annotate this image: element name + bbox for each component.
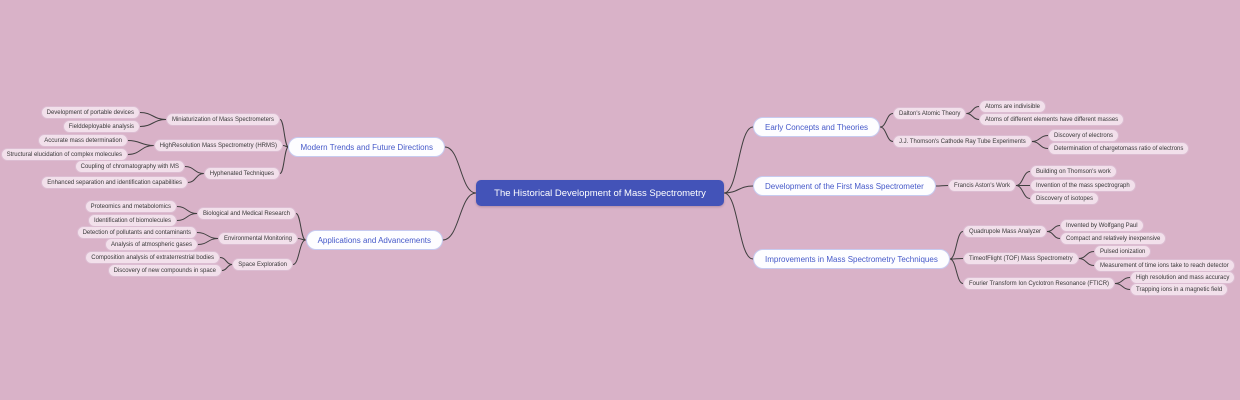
- node-building-on-thomsons-work[interactable]: Building on Thomson's work: [1030, 165, 1117, 178]
- node-analysis-of-atmospheric-gases[interactable]: Analysis of atmospheric gases: [104, 238, 198, 251]
- node-high-resolution-mass-spectrometry-hrms[interactable]: HighResolution Mass Spectrometry (HRMS): [153, 139, 283, 152]
- node-discovery-of-electrons[interactable]: Discovery of electrons: [1048, 129, 1120, 142]
- node-space-exploration[interactable]: Space Exploration: [232, 258, 293, 271]
- node-compact-and-relatively-inexpensive[interactable]: Compact and relatively inexpensive: [1060, 232, 1167, 245]
- node-invention-of-the-mass-spectrograph[interactable]: Invention of the mass spectrograph: [1030, 179, 1136, 192]
- node-discovery-of-new-compounds-in-space[interactable]: Discovery of new compounds in space: [107, 264, 222, 277]
- node-quadrupole-mass-analyzer[interactable]: Quadrupole Mass Analyzer: [963, 225, 1048, 238]
- node-fourier-transform-ion-cyclotron-resonance[interactable]: Fourier Transform Ion Cyclotron Resonanc…: [963, 277, 1116, 290]
- node-development-of-the-first-mass-spectrometer[interactable]: Development of the First Mass Spectromet…: [753, 176, 936, 196]
- node-pulsed-ionization[interactable]: Pulsed ionization: [1094, 245, 1152, 258]
- central-topic-node[interactable]: The Historical Development of Mass Spect…: [476, 180, 724, 206]
- node-environmental-monitoring[interactable]: Environmental Monitoring: [217, 232, 298, 245]
- node-composition-analysis-of-extraterrestrial-bodies[interactable]: Composition analysis of extraterrestrial…: [85, 251, 220, 264]
- node-biological-and-medical-research[interactable]: Biological and Medical Research: [196, 207, 296, 220]
- node-atoms-of-different-elements-have-different-masses[interactable]: Atoms of different elements have differe…: [979, 113, 1125, 126]
- node-coupling-of-chromatography-with-ms[interactable]: Coupling of chromatography with MS: [74, 160, 185, 173]
- node-miniaturization-of-mass-spectrometers[interactable]: Miniaturization of Mass Spectrometers: [165, 113, 280, 126]
- node-atoms-are-indivisible[interactable]: Atoms are indivisible: [979, 100, 1047, 113]
- node-applications-and-advancements[interactable]: Applications and Advancements: [305, 230, 443, 250]
- node-jj-thomsons-cathode-ray-tube-experiments[interactable]: J.J. Thomson's Cathode Ray Tube Experime…: [893, 135, 1032, 148]
- node-time-of-flight-mass-spectrometry[interactable]: TimeofFlight (TOF) Mass Spectrometry: [963, 252, 1079, 265]
- node-structural-elucidation-of-complex-molecules[interactable]: Structural elucidation of complex molecu…: [0, 148, 128, 161]
- node-enhanced-separation-and-identification-capabilities[interactable]: Enhanced separation and identification c…: [41, 176, 188, 189]
- node-francis-astons-work[interactable]: Francis Aston's Work: [948, 179, 1017, 192]
- node-field-deployable-analysis[interactable]: Fielddeployable analysis: [62, 120, 140, 133]
- node-modern-trends-and-future-directions[interactable]: Modern Trends and Future Directions: [288, 137, 445, 157]
- node-trapping-ions-in-a-magnetic-field[interactable]: Trapping ions in a magnetic field: [1130, 283, 1229, 296]
- node-daltons-atomic-theory[interactable]: Dalton's Atomic Theory: [893, 107, 967, 120]
- node-development-of-portable-devices[interactable]: Development of portable devices: [40, 106, 140, 119]
- node-determination-of-charge-to-mass-ratio[interactable]: Determination of chargetomass ratio of e…: [1048, 142, 1190, 155]
- node-invented-by-wolfgang-paul[interactable]: Invented by Wolfgang Paul: [1060, 219, 1144, 232]
- node-early-concepts-and-theories[interactable]: Early Concepts and Theories: [753, 117, 881, 137]
- node-proteomics-and-metabolomics[interactable]: Proteomics and metabolomics: [84, 200, 177, 213]
- node-improvements-in-mass-spectrometry-techniques[interactable]: Improvements in Mass Spectrometry Techni…: [753, 249, 950, 269]
- node-discovery-of-isotopes[interactable]: Discovery of isotopes: [1030, 192, 1100, 205]
- node-accurate-mass-determination[interactable]: Accurate mass determination: [38, 134, 128, 147]
- node-hyphenated-techniques[interactable]: Hyphenated Techniques: [203, 167, 280, 180]
